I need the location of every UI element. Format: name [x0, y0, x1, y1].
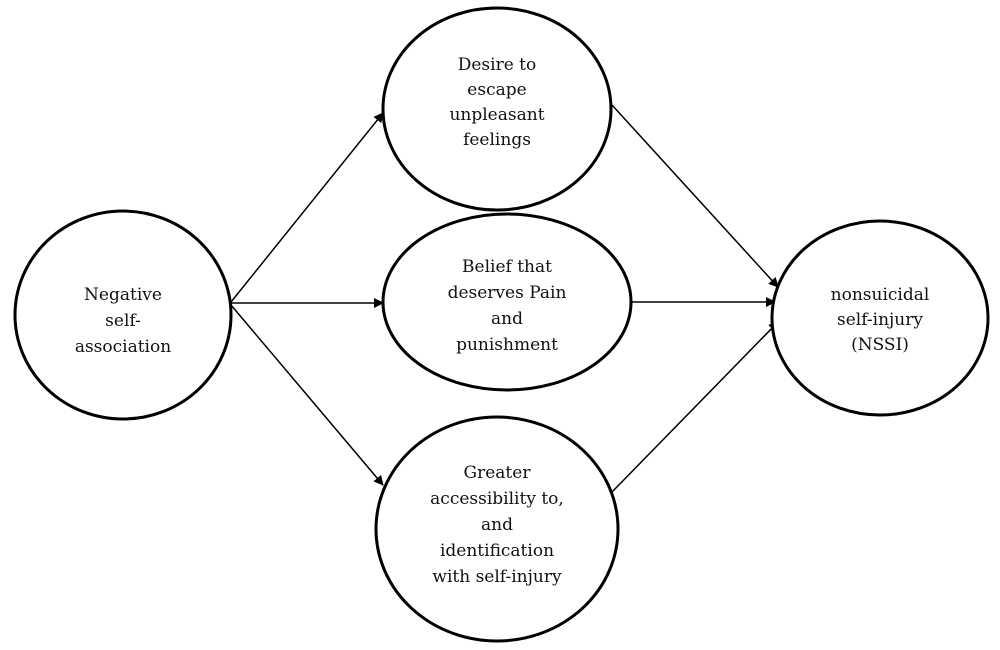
edges	[230, 104, 779, 493]
node-accessibility-line-4: identification	[440, 541, 554, 561]
node-negative-line-3: association	[75, 337, 171, 357]
edge-escape-to-nssi	[611, 104, 779, 288]
node-accessibility-line-2: accessibility to,	[430, 489, 564, 509]
node-accessibility-line-3: and	[481, 515, 513, 535]
node-escape-line-4: feelings	[463, 130, 531, 150]
node-belief-line-1: Belief that	[462, 257, 552, 277]
edge-negative-to-accessibility	[230, 304, 384, 486]
node-desire-to-escape: Desire to escape unpleasant feelings	[381, 6, 613, 212]
node-nssi-line-1: nonsuicidal	[831, 285, 930, 305]
node-negative-line-2: self-	[105, 311, 141, 331]
node-negative-self-association: Negative self- association	[13, 209, 233, 421]
node-nssi-line-2: self-injury	[837, 310, 923, 330]
node-escape-line-3: unpleasant	[449, 105, 544, 125]
edge-negative-to-escape	[230, 112, 384, 303]
node-greater-accessibility: Greater accessibility to, and identifica…	[374, 415, 620, 643]
node-belief-line-3: and	[491, 309, 523, 329]
node-belief-line-4: punishment	[456, 335, 558, 355]
node-accessibility-line-1: Greater	[464, 463, 532, 483]
node-belief-deserves-pain: Belief that deserves Pain and punishment	[381, 212, 633, 392]
node-escape-line-2: escape	[467, 80, 526, 100]
node-nssi-line-3: (NSSI)	[851, 335, 909, 355]
node-nssi: nonsuicidal self-injury (NSSI)	[770, 219, 990, 417]
node-accessibility-line-5: with self-injury	[432, 567, 562, 587]
node-escape-line-1: Desire to	[458, 55, 537, 75]
node-negative-line-1: Negative	[84, 285, 162, 305]
node-belief-line-2: deserves Pain	[448, 283, 567, 303]
edge-accessibility-to-nssi	[611, 321, 779, 493]
